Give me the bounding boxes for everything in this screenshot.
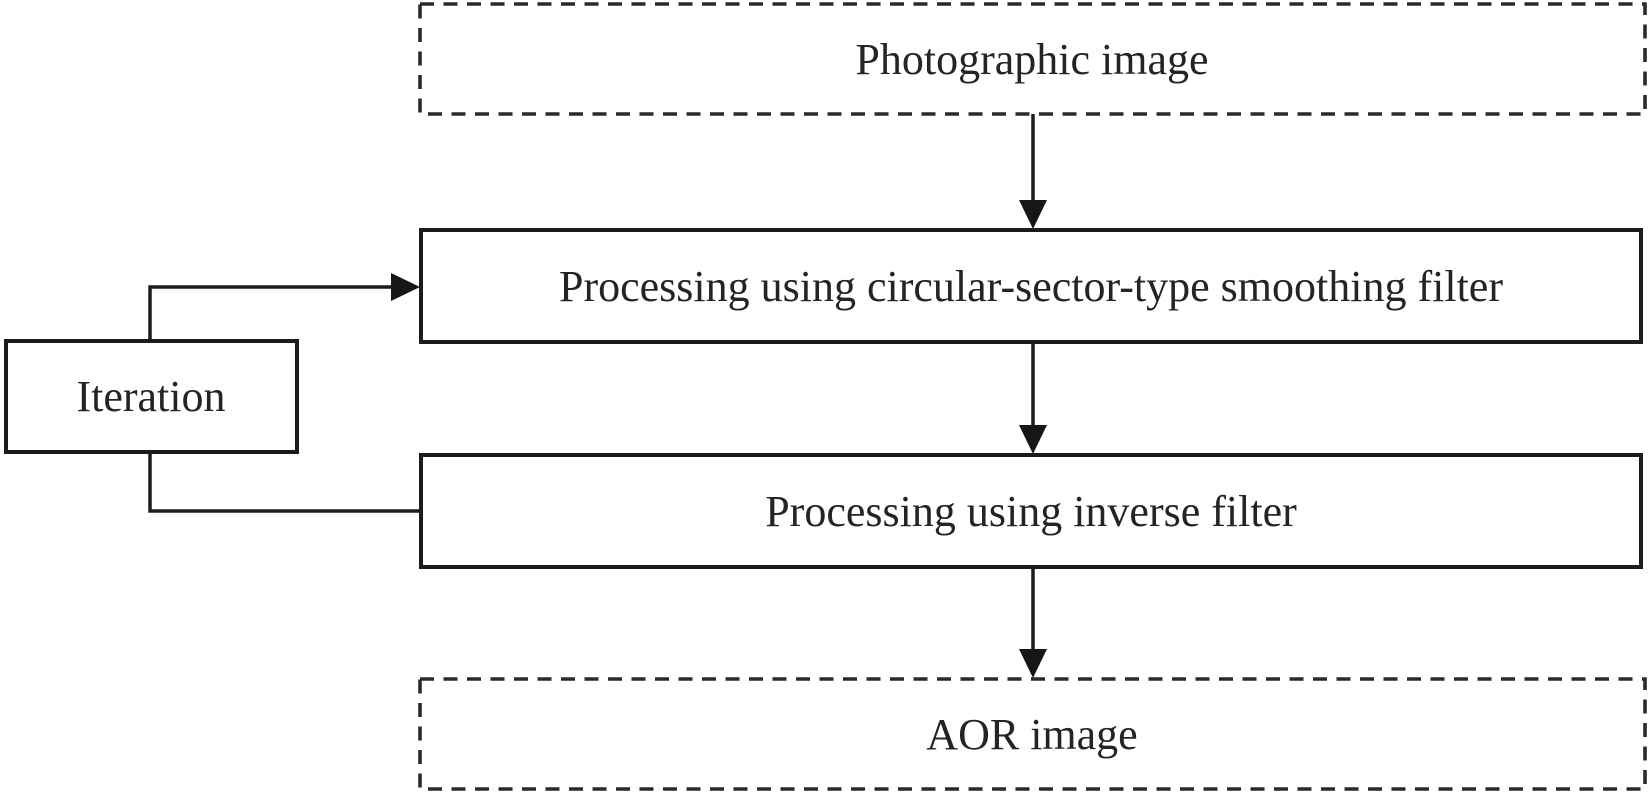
arrow-smoothing-to-inverse xyxy=(1019,342,1047,454)
node-photographic-image-label: Photographic image xyxy=(855,35,1208,84)
arrowhead-down-icon xyxy=(1019,200,1047,229)
arrow-photographic-to-smoothing xyxy=(1019,114,1047,229)
node-smoothing-filter-label: Processing using circular-sector-type sm… xyxy=(559,262,1503,311)
arrowhead-down-icon xyxy=(1019,649,1047,678)
feedback-line-inverse-to-iteration xyxy=(148,452,421,513)
node-aor-image-label: AOR image xyxy=(926,710,1137,759)
node-smoothing-filter-box xyxy=(419,228,1643,344)
arrowhead-right-icon xyxy=(391,273,420,301)
node-inverse-filter-label: Processing using inverse filter xyxy=(765,487,1297,536)
node-iteration-box xyxy=(4,339,299,454)
node-aor-image-box xyxy=(418,677,1647,791)
feedback-arrow-iteration-to-smoothing xyxy=(148,273,420,341)
arrow-inverse-to-aor xyxy=(1019,567,1047,678)
node-photographic-image-box xyxy=(418,2,1647,116)
arrow-shaft xyxy=(148,285,393,341)
node-inverse-filter-box xyxy=(419,453,1643,569)
node-iteration-label: Iteration xyxy=(76,372,225,421)
arrowhead-down-icon xyxy=(1019,425,1047,454)
